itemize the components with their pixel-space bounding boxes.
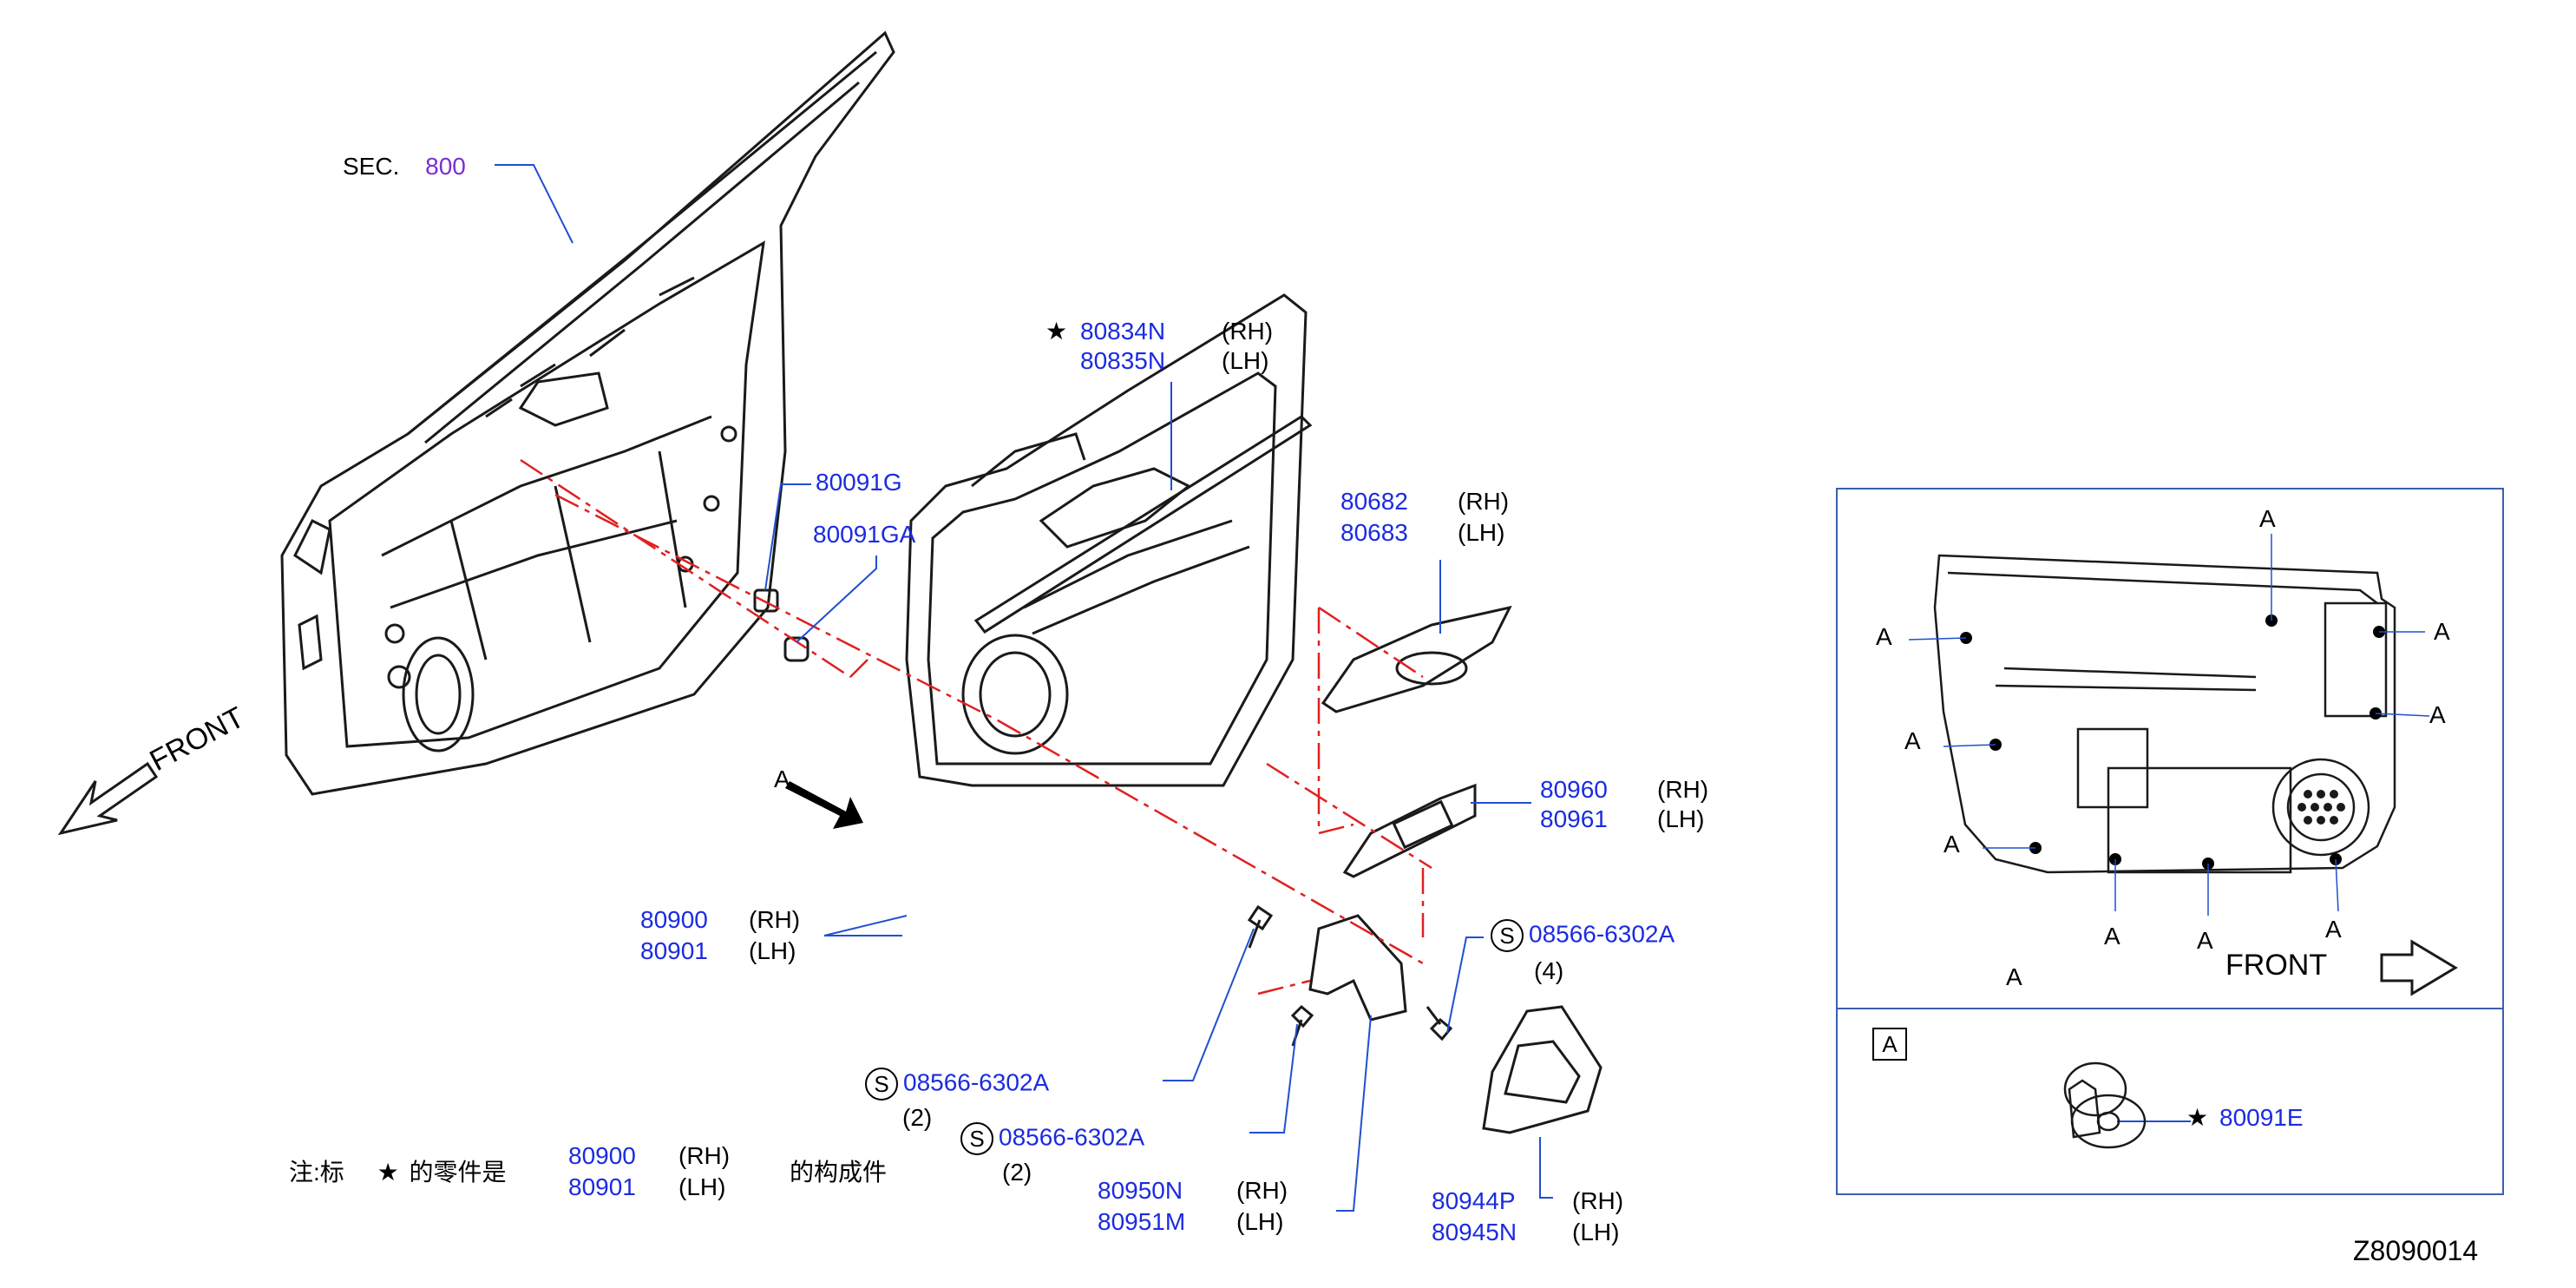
part-80683[interactable]: 80683 [1340,519,1408,546]
leader-lines [495,164,2191,1212]
note-suffix: 的构成件 [790,1159,888,1186]
side-lh: (LH) [1222,347,1269,374]
part-80944P[interactable]: 80944P [1432,1187,1516,1214]
clip-leader-lines [1908,534,2430,916]
side-rh: (RH) [1657,776,1709,803]
view-title-a: A [2006,963,2022,990]
speaker-grille [2297,790,2345,825]
side-rh: (RH) [1236,1177,1288,1204]
star-icon: ★ [1045,318,1068,345]
side-lh: (LH) [1657,805,1705,832]
clip-marker-label: A [1876,623,1892,650]
clip-marker-label: A [2197,927,2213,954]
clip-marker-label: A [2325,916,2342,943]
note-middle: 的零件是 [409,1159,507,1186]
clip-location-markers [1960,614,2385,870]
detail-view-panel-drawing [1933,554,2396,874]
part-80951M[interactable]: 80951M [1098,1208,1186,1235]
part-08566-6302A[interactable]: 08566-6302A [903,1068,1050,1096]
assembly-lines [520,458,1432,996]
section-number[interactable]: 800 [425,153,466,180]
side-lh: (LH) [749,937,796,964]
part-80834N[interactable]: 80834N [1080,318,1166,345]
side-lh: (LH) [1572,1219,1620,1245]
door-shell-drawing [280,30,895,796]
a-view-arrow-icon [785,781,863,829]
standard-part-icon: S [1491,919,1524,952]
clip-80091E-drawing [2063,1061,2147,1149]
part-80900[interactable]: 80900 [640,906,708,933]
clip-marker-label: A [2104,923,2120,950]
clip-marker-label: A [1943,831,1960,858]
detail-view-frame [1836,488,2504,1195]
standard-part-icon: S [960,1122,993,1155]
quantity-4: (4) [1534,957,1564,984]
side-lh: (LH) [1236,1208,1284,1235]
part-80091GA[interactable]: 80091GA [813,521,916,548]
part-80091E[interactable]: 80091E [2219,1104,2304,1131]
section-prefix: SEC. [343,153,400,180]
part-80945N[interactable]: 80945N [1432,1219,1517,1245]
side-lh: (LH) [678,1173,726,1200]
quantity-2: (2) [1002,1159,1032,1186]
standard-part-icon: S [865,1068,898,1101]
part-80835N[interactable]: 80835N [1080,347,1166,374]
front-arrow-right-icon [2380,939,2458,996]
drawing-code: Z8090014 [2353,1235,2479,1266]
section-label: SEC. 800 [343,153,466,181]
side-rh: (RH) [749,906,801,933]
star-icon: ★ [377,1159,399,1186]
clip-marker-label: A [1904,727,1921,754]
clip-marker-label: A [2259,505,2276,532]
part-80901[interactable]: 80901 [640,937,708,964]
clip-marker-label: A [2429,701,2446,728]
part-80682[interactable]: 80682 [1340,488,1408,515]
side-rh: (RH) [678,1142,731,1169]
part-08566-6302A[interactable]: 08566-6302A [1529,920,1675,948]
side-lh: (LH) [1458,519,1505,546]
part-08566-6302A[interactable]: 08566-6302A [999,1123,1145,1151]
star-marker: ★ [1045,318,1067,345]
front-arrow-left-icon [57,761,159,836]
part-80091G[interactable]: 80091G [816,469,902,496]
side-rh: (RH) [1572,1187,1624,1214]
part-80950N[interactable]: 80950N [1098,1177,1183,1204]
side-rh: (RH) [1458,488,1510,515]
side-rh: (RH) [1222,318,1274,345]
view-a-label: A [774,766,790,792]
door-trim-drawing [753,293,1603,1134]
quantity-2: (2) [902,1104,933,1131]
note-part-80900[interactable]: 80900 [568,1142,636,1169]
note-prefix: 注:标 [289,1159,344,1186]
front-label-right: FRONT [2225,949,2328,982]
clip-marker-label: A [2434,618,2450,645]
star-icon: ★ [2186,1104,2209,1131]
part-80960[interactable]: 80960 [1540,776,1608,803]
detail-a-box-label: A [1872,1028,1907,1061]
footnote: 注:标 ★ 的零件是 [289,1159,506,1186]
part-80961[interactable]: 80961 [1540,805,1608,832]
note-part-80901[interactable]: 80901 [568,1173,636,1200]
